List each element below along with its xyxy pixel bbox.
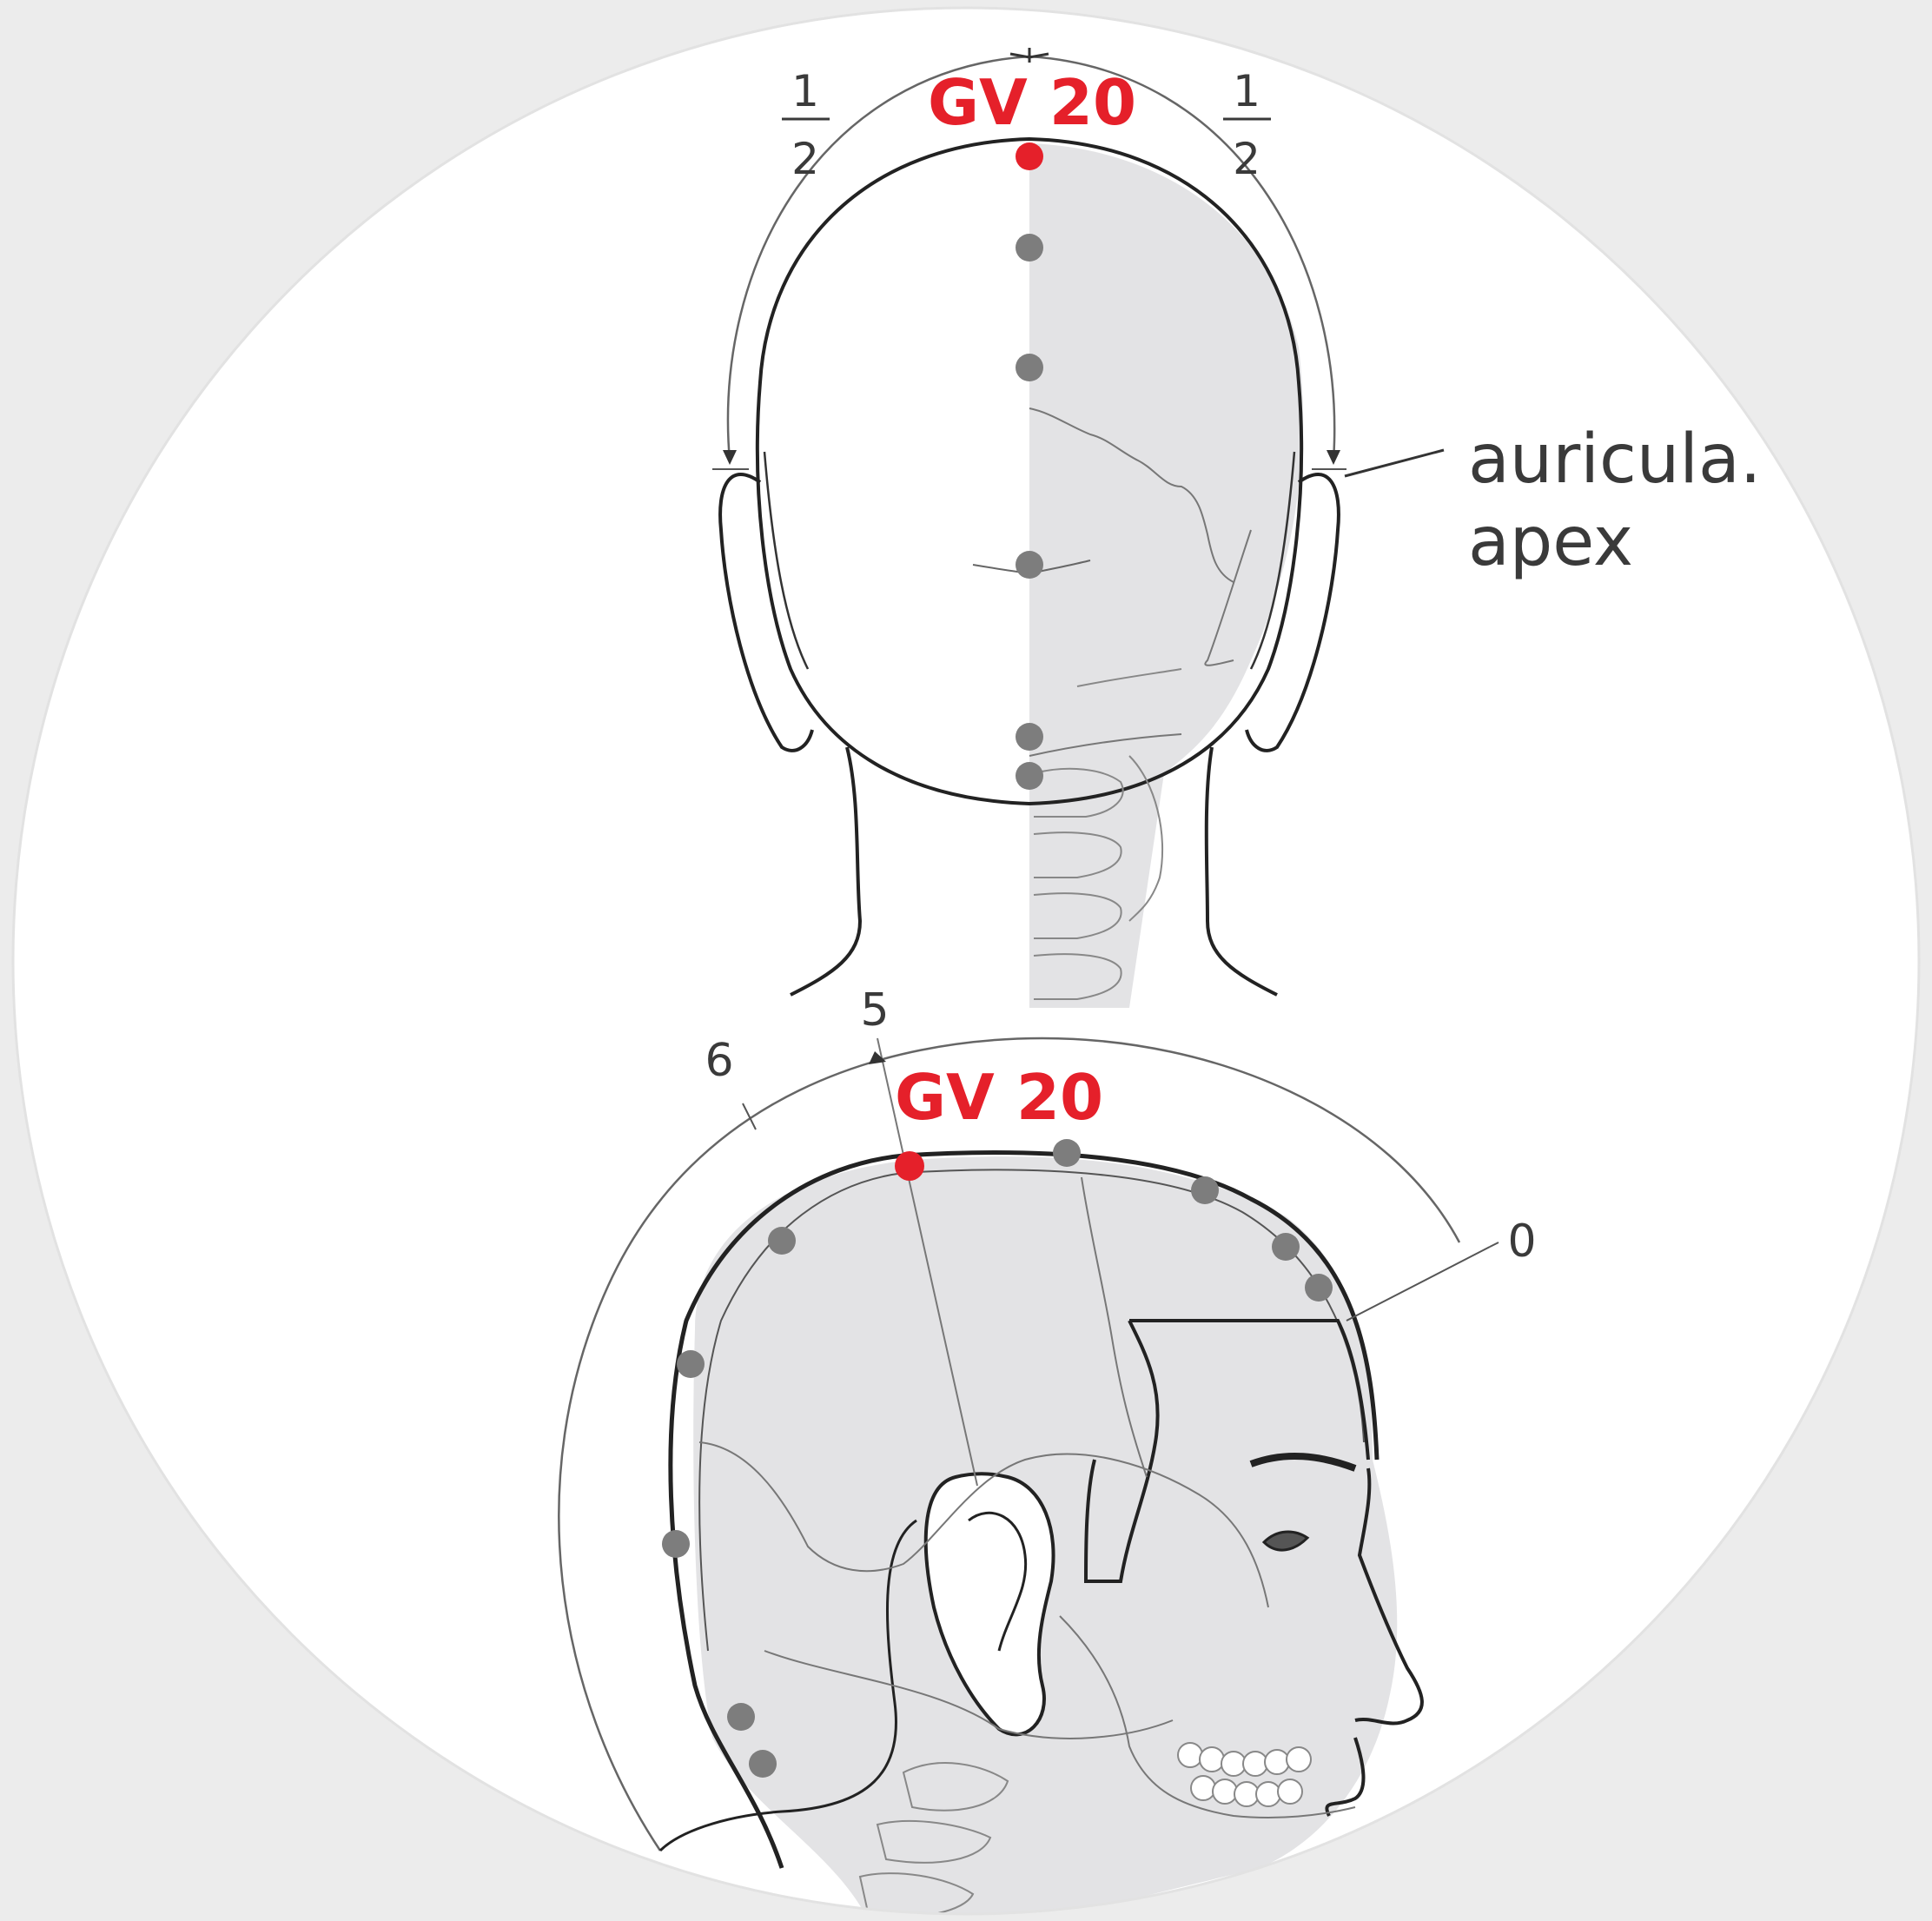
- gv20-point-top: [1016, 142, 1043, 170]
- gv20-label-top: GV 20: [928, 66, 1136, 139]
- fraction-left-numerator: 1: [791, 66, 819, 116]
- midline-point: [1016, 234, 1043, 262]
- gv-point: [1053, 1139, 1081, 1167]
- scale-mark-0: 0: [1507, 1216, 1536, 1268]
- midline-point: [1016, 551, 1043, 579]
- gv-point: [1305, 1274, 1333, 1302]
- gv-point: [662, 1530, 690, 1558]
- gv-point: [1191, 1176, 1219, 1204]
- gv-point: [727, 1703, 755, 1731]
- gv-point: [677, 1350, 705, 1378]
- annotation-apex: apex: [1468, 503, 1633, 581]
- fraction-right-denominator: 2: [1233, 134, 1260, 184]
- gv-point: [768, 1227, 796, 1255]
- midline-point: [1016, 723, 1043, 751]
- annotation-auricular: auricula.: [1468, 421, 1762, 499]
- midline-point: [1016, 762, 1043, 790]
- midline-point: [1016, 354, 1043, 381]
- gv20-label-side: GV 20: [895, 1061, 1103, 1134]
- scale-mark-6: 6: [705, 1035, 733, 1087]
- fraction-left-denominator: 2: [791, 134, 819, 184]
- scale-mark-5: 5: [860, 984, 889, 1037]
- gv20-point-side: [895, 1151, 924, 1181]
- gv-point: [749, 1750, 777, 1778]
- fraction-right-numerator: 1: [1233, 66, 1260, 116]
- gv-point: [1272, 1233, 1300, 1261]
